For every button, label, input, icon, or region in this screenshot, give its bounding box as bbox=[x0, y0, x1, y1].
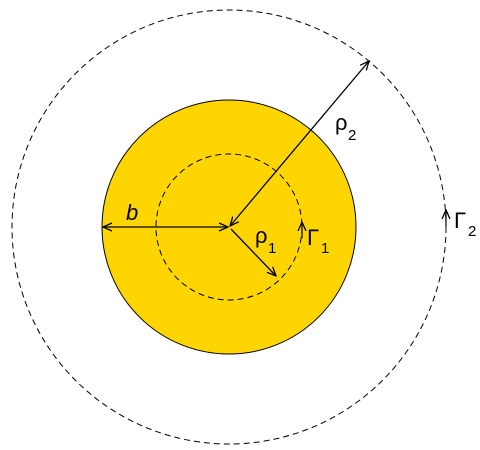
label-rho2: ρ bbox=[335, 110, 348, 135]
label-b: b bbox=[126, 200, 138, 225]
label-gamma1-sub: 1 bbox=[321, 240, 329, 257]
label-gamma1: Γ bbox=[307, 225, 319, 250]
label-rho2-sub: 2 bbox=[348, 127, 356, 144]
rho2-arrow bbox=[230, 61, 369, 226]
label-gamma2: Γ bbox=[454, 208, 466, 233]
label-rho1: ρ bbox=[255, 223, 268, 248]
label-rho1-sub: 1 bbox=[268, 240, 276, 257]
outer-dashed-contour bbox=[11, 9, 447, 445]
rho1-arrow bbox=[230, 228, 276, 276]
label-gamma2-sub: 2 bbox=[468, 223, 476, 240]
